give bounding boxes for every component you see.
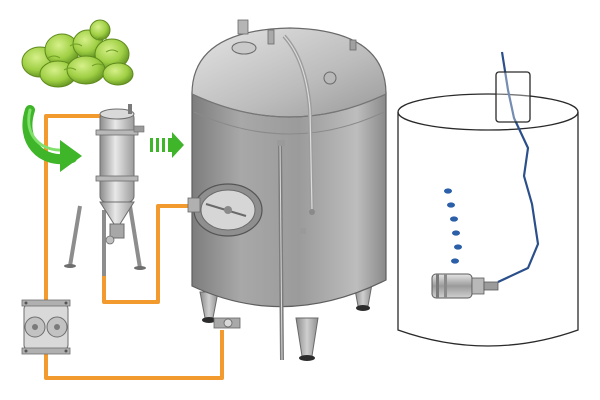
orange-pipe-network	[44, 114, 224, 380]
open-vessel-icon	[397, 93, 579, 347]
gas-bubbles-icon	[444, 188, 462, 264]
stainless-fermentation-tank-icon	[187, 19, 387, 361]
hop-cones-icon	[21, 19, 134, 88]
cable-clamp-box	[495, 71, 531, 123]
hop-dosing-unit-icon	[64, 104, 146, 276]
green-flow-arrow-icon	[150, 132, 184, 158]
green-curved-arrow-icon	[22, 105, 82, 172]
sensor-cable	[497, 51, 540, 283]
oxygen-sensor-icon	[431, 273, 499, 299]
diaphragm-pump-icon	[21, 299, 71, 355]
